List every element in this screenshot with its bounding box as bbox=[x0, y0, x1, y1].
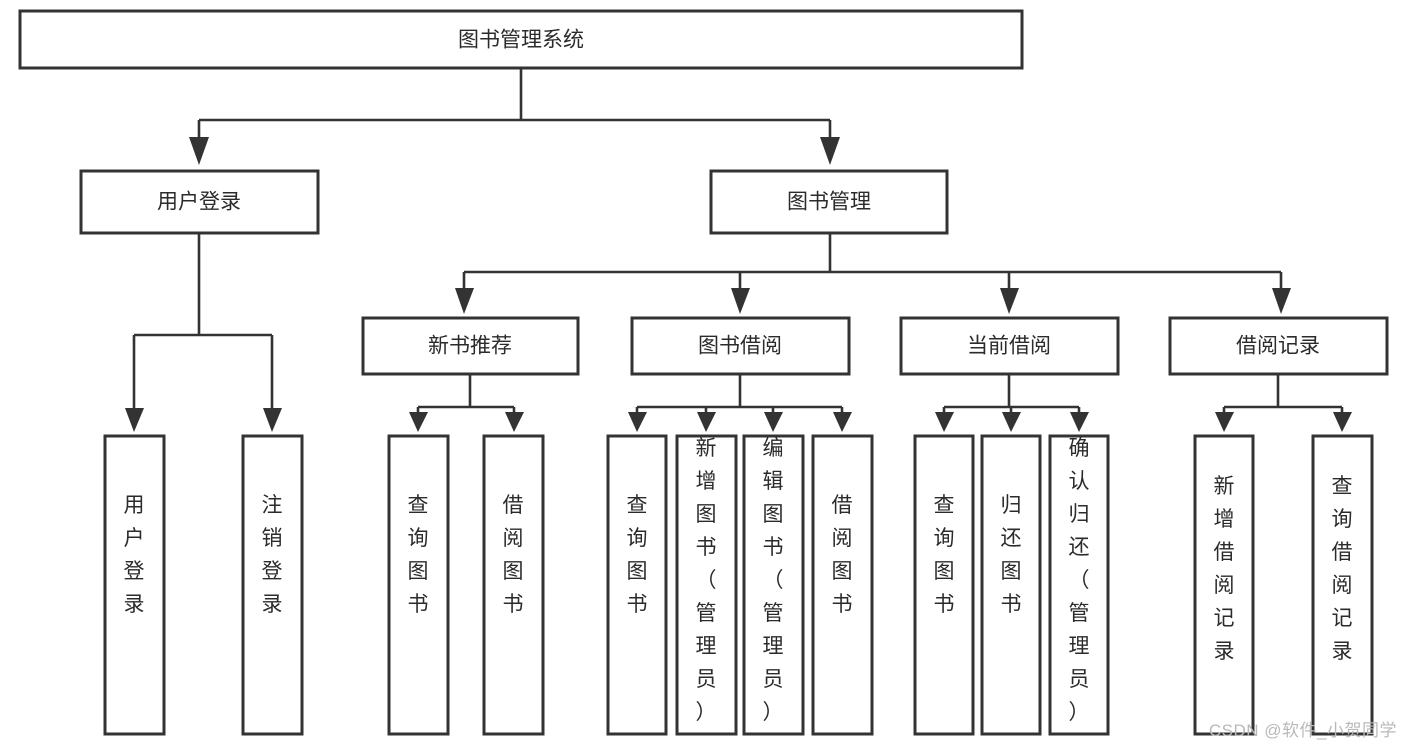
node-book-management-box[interactable] bbox=[709, 169, 949, 235]
node-leaf-query-book-current[interactable]: 查询图书 bbox=[913, 434, 975, 736]
node-user-login[interactable]: 用户登录 bbox=[79, 169, 320, 235]
node-book-borrow[interactable]: 图书借阅 bbox=[630, 316, 851, 376]
node-leaf-add-borrow-record-box[interactable] bbox=[1193, 434, 1255, 736]
node-leaf-return-book[interactable]: 归还图书 bbox=[980, 434, 1042, 736]
node-leaf-add-borrow-record-label: 新增借阅记录 bbox=[1214, 475, 1235, 663]
node-root-system-label: 图书管理系统 bbox=[458, 29, 584, 52]
connector-layer bbox=[125, 68, 1352, 432]
node-leaf-edit-book-admin-label: 编辑图书（管理员） bbox=[763, 437, 784, 724]
node-leaf-user-login-label: 用户登录 bbox=[124, 494, 145, 616]
node-book-borrow-box[interactable] bbox=[630, 316, 851, 376]
node-leaf-query-borrow-record-label: 查询借阅记录 bbox=[1332, 475, 1353, 663]
node-leaf-add-book-admin-box[interactable] bbox=[675, 434, 738, 736]
node-leaf-return-book-label: 归还图书 bbox=[1001, 494, 1022, 616]
arrow-head-leaf-add-book bbox=[697, 412, 716, 432]
node-current-borrow[interactable]: 当前借阅 bbox=[899, 316, 1120, 376]
node-leaf-borrow-book-rec-label: 借阅图书 bbox=[503, 494, 524, 616]
node-user-login-box[interactable] bbox=[79, 169, 320, 235]
node-leaf-query-borrow-record-box[interactable] bbox=[1311, 434, 1374, 736]
arrow-head-leaf-query-book-3 bbox=[935, 412, 954, 432]
node-leaf-edit-book-admin-box[interactable] bbox=[742, 434, 805, 736]
node-leaf-confirm-return-admin-label: 确认归还（管理员） bbox=[1069, 437, 1090, 724]
node-leaf-confirm-return-admin-box[interactable] bbox=[1048, 434, 1110, 736]
node-leaf-borrow-book-rec[interactable]: 借阅图书 bbox=[482, 434, 545, 736]
node-borrow-record-label: 借阅记录 bbox=[1236, 335, 1320, 358]
node-leaf-query-book-rec-box[interactable] bbox=[387, 434, 450, 736]
arrow-head-book-mgmt bbox=[820, 137, 840, 165]
node-leaf-add-book-admin[interactable]: 新增图书（管理员） bbox=[675, 434, 738, 736]
node-current-borrow-box[interactable] bbox=[899, 316, 1120, 376]
node-new-book-recommend-box[interactable] bbox=[361, 316, 580, 376]
node-leaf-query-book-borrow[interactable]: 查询图书 bbox=[606, 434, 668, 736]
node-leaf-query-book-rec-label: 查询图书 bbox=[408, 494, 429, 616]
node-new-book-recommend-label: 新书推荐 bbox=[428, 335, 512, 358]
arrow-head-new-book-rec bbox=[455, 288, 474, 314]
arrow-head-borrow-record bbox=[1272, 288, 1291, 314]
node-leaf-borrow-book-rec-box[interactable] bbox=[482, 434, 545, 736]
node-leaf-return-book-box[interactable] bbox=[980, 434, 1042, 736]
node-book-management[interactable]: 图书管理 bbox=[709, 169, 949, 235]
node-leaf-add-book-admin-label: 新增图书（管理员） bbox=[696, 437, 717, 724]
arrow-head-leaf-edit-book bbox=[764, 412, 783, 432]
node-leaf-borrow-book-borrow-box[interactable] bbox=[811, 434, 874, 736]
arrow-head-leaf-query-book-2 bbox=[628, 412, 647, 432]
node-leaf-query-book-rec[interactable]: 查询图书 bbox=[387, 434, 450, 736]
node-new-book-recommend[interactable]: 新书推荐 bbox=[361, 316, 580, 376]
arrow-head-leaf-confirm-return bbox=[1070, 412, 1089, 432]
arrow-head-leaf-logout bbox=[263, 408, 282, 432]
arrow-head-leaf-borrow-book-2 bbox=[833, 412, 852, 432]
node-leaf-logout-label: 注销登录 bbox=[262, 494, 283, 616]
node-leaf-user-login-box[interactable] bbox=[103, 434, 166, 736]
arrow-head-current-borrow bbox=[1000, 288, 1019, 314]
node-borrow-record-box[interactable] bbox=[1168, 316, 1389, 376]
node-leaf-query-book-borrow-box[interactable] bbox=[606, 434, 668, 736]
node-borrow-record[interactable]: 借阅记录 bbox=[1168, 316, 1389, 376]
node-book-borrow-label: 图书借阅 bbox=[698, 335, 782, 358]
node-leaf-query-book-borrow-label: 查询图书 bbox=[627, 494, 648, 616]
node-leaf-edit-book-admin[interactable]: 编辑图书（管理员） bbox=[742, 434, 805, 736]
node-leaf-borrow-book-borrow[interactable]: 借阅图书 bbox=[811, 434, 874, 736]
arrow-head-leaf-query-record bbox=[1333, 412, 1352, 432]
arrow-head-book-borrow bbox=[731, 288, 750, 314]
node-leaf-user-login[interactable]: 用户登录 bbox=[103, 434, 166, 736]
node-leaf-logout[interactable]: 注销登录 bbox=[241, 434, 304, 736]
node-user-login-label: 用户登录 bbox=[157, 191, 241, 214]
node-leaf-query-book-current-box[interactable] bbox=[913, 434, 975, 736]
node-leaf-query-borrow-record[interactable]: 查询借阅记录 bbox=[1311, 434, 1374, 736]
arrow-head-leaf-add-record bbox=[1215, 412, 1234, 432]
node-leaf-query-book-current-label: 查询图书 bbox=[934, 494, 955, 616]
node-leaf-logout-box[interactable] bbox=[241, 434, 304, 736]
arrow-head-leaf-query-book-1 bbox=[409, 412, 428, 432]
node-leaf-add-borrow-record[interactable]: 新增借阅记录 bbox=[1193, 434, 1255, 736]
node-book-management-label: 图书管理 bbox=[787, 191, 871, 214]
node-leaf-confirm-return-admin[interactable]: 确认归还（管理员） bbox=[1048, 434, 1110, 736]
node-root-system[interactable]: 图书管理系统 bbox=[18, 9, 1024, 70]
arrow-head-leaf-return-book bbox=[1002, 412, 1021, 432]
arrow-head-leaf-borrow-book-1 bbox=[505, 412, 524, 432]
node-leaf-borrow-book-borrow-label: 借阅图书 bbox=[832, 494, 853, 616]
node-root-system-box[interactable] bbox=[18, 9, 1024, 70]
arrow-head-user-login bbox=[189, 137, 209, 165]
arrow-head-leaf-user-login bbox=[125, 408, 144, 432]
node-current-borrow-label: 当前借阅 bbox=[967, 335, 1051, 358]
